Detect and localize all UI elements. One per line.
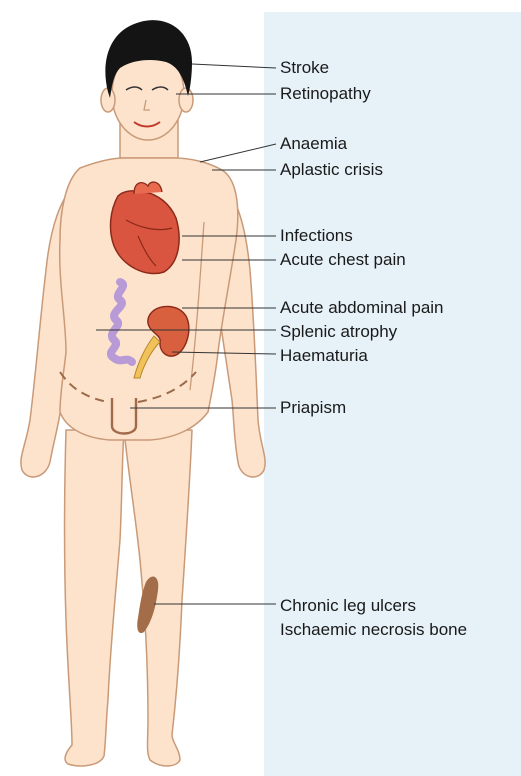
label-aplastic-crisis: Aplastic crisis bbox=[280, 160, 383, 180]
label-stroke: Stroke bbox=[280, 58, 329, 78]
label-acute-chest-pain: Acute chest pain bbox=[280, 250, 406, 270]
label-chronic-leg-ulcers: Chronic leg ulcers bbox=[280, 596, 416, 616]
label-retinopathy: Retinopathy bbox=[280, 84, 371, 104]
label-acute-abdominal-pain: Acute abdominal pain bbox=[280, 298, 444, 318]
label-anaemia: Anaemia bbox=[280, 134, 347, 154]
label-splenic-atrophy: Splenic atrophy bbox=[280, 322, 397, 342]
label-infections: Infections bbox=[280, 226, 353, 246]
genital-outline bbox=[112, 398, 136, 434]
label-haematuria: Haematuria bbox=[280, 346, 368, 366]
label-priapism: Priapism bbox=[280, 398, 346, 418]
head bbox=[101, 20, 193, 140]
label-ischaemic-necrosis-bone: Ischaemic necrosis bone bbox=[280, 620, 467, 640]
right-ear bbox=[179, 88, 193, 112]
